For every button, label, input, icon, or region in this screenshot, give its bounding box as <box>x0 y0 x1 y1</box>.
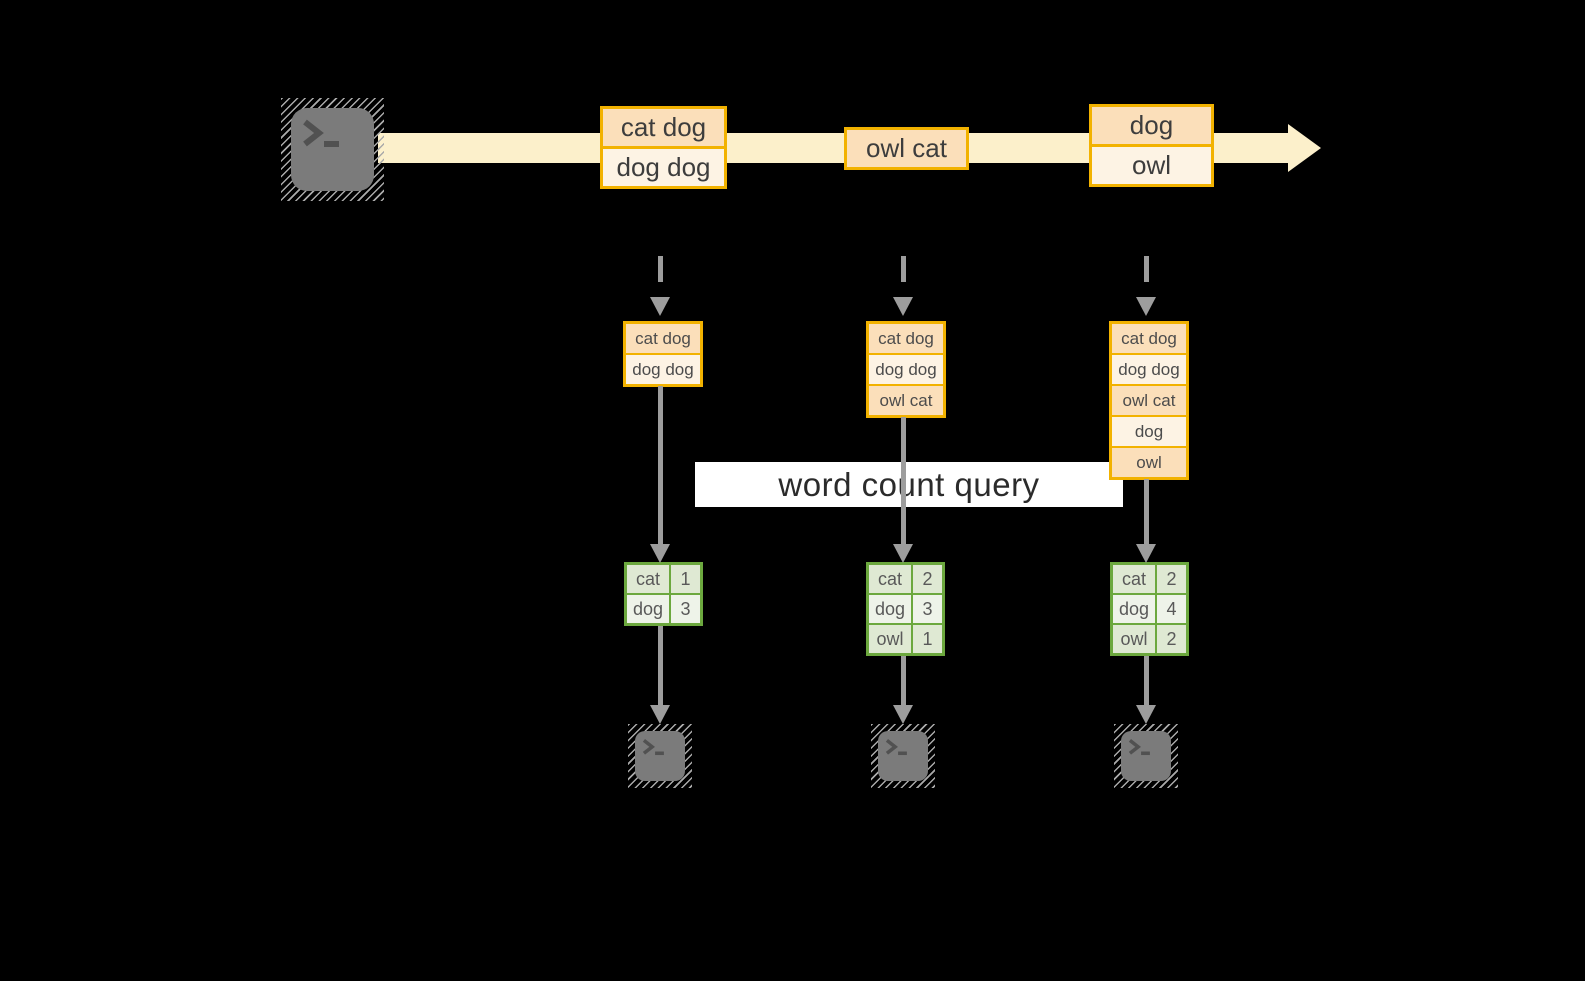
query-arrow-line <box>658 386 663 544</box>
sink-arrow-head <box>650 705 670 724</box>
stream-record: owl <box>1092 144 1211 184</box>
buffer-stack-1: cat dog dog dog <box>623 321 703 387</box>
count-value-cell: 2 <box>1157 625 1186 653</box>
stream-record: owl cat <box>847 130 966 167</box>
count-value-cell: 3 <box>913 595 942 623</box>
buffered-record: dog dog <box>626 353 700 384</box>
dashed-arrow-line <box>901 256 906 296</box>
buffer-stack-2: cat dog dog dog owl cat <box>866 321 946 418</box>
count-word-cell: dog <box>627 595 671 623</box>
buffered-record: owl cat <box>1112 384 1186 415</box>
sink-arrow-line <box>658 626 663 706</box>
query-arrow-line <box>901 417 906 544</box>
buffer-stack-3: cat dog dog dog owl cat dog owl <box>1109 321 1189 480</box>
count-word-cell: cat <box>869 565 913 593</box>
terminal-body <box>635 731 685 781</box>
count-word-cell: dog <box>869 595 913 623</box>
count-value-cell: 1 <box>671 565 700 593</box>
count-word-cell: dog <box>1113 595 1157 623</box>
query-label: word count query <box>695 462 1123 507</box>
query-arrow-line <box>1144 479 1149 544</box>
count-table-1: cat 1 dog 3 <box>624 562 703 626</box>
terminal-body <box>291 108 374 191</box>
query-arrow-head <box>650 544 670 563</box>
stream-arrowhead <box>1288 124 1321 172</box>
dashed-arrow-head <box>893 297 913 316</box>
buffered-record: cat dog <box>626 324 700 353</box>
dashed-arrow-head <box>650 297 670 316</box>
sink-arrow-head <box>893 705 913 724</box>
buffered-record: cat dog <box>1112 324 1186 353</box>
count-table-3: cat 2 dog 4 owl 2 <box>1110 562 1189 656</box>
buffered-record: dog dog <box>1112 353 1186 384</box>
query-arrow-head <box>893 544 913 563</box>
count-word-cell: cat <box>1113 565 1157 593</box>
query-arrow-head <box>1136 544 1156 563</box>
stream-batch-1: cat dog dog dog <box>600 106 727 189</box>
count-row: cat 2 <box>1113 565 1186 593</box>
count-value-cell: 2 <box>1157 565 1186 593</box>
count-row: cat 1 <box>627 565 700 593</box>
terminal-prompt-icon <box>885 738 907 756</box>
stream-batch-3: dog owl <box>1089 104 1214 187</box>
count-row: owl 2 <box>1113 623 1186 653</box>
source-terminal-icon <box>281 98 384 201</box>
sink-terminal-icon <box>628 724 692 788</box>
terminal-body <box>1121 731 1171 781</box>
count-value-cell: 4 <box>1157 595 1186 623</box>
buffered-record: owl cat <box>869 384 943 415</box>
count-row: dog 3 <box>627 593 700 623</box>
count-row: owl 1 <box>869 623 942 653</box>
terminal-prompt-icon <box>303 119 339 147</box>
buffered-record: dog <box>1112 415 1186 446</box>
count-value-cell: 2 <box>913 565 942 593</box>
count-value-cell: 3 <box>671 595 700 623</box>
stream-batch-2: owl cat <box>844 127 969 170</box>
buffered-record: dog dog <box>869 353 943 384</box>
dashed-arrow-line <box>658 256 663 296</box>
count-value-cell: 1 <box>913 625 942 653</box>
count-word-cell: owl <box>869 625 913 653</box>
dashed-arrow-line <box>1144 256 1149 296</box>
sink-arrow-line <box>1144 656 1149 706</box>
stream-record: cat dog <box>603 109 724 146</box>
dashed-arrow-head <box>1136 297 1156 316</box>
terminal-prompt-icon <box>642 738 664 756</box>
sink-arrow-head <box>1136 705 1156 724</box>
terminal-prompt-icon <box>1128 738 1150 756</box>
sink-terminal-icon <box>871 724 935 788</box>
stream-record: dog <box>1092 107 1211 144</box>
count-word-cell: owl <box>1113 625 1157 653</box>
stream-record: dog dog <box>603 146 724 186</box>
count-table-2: cat 2 dog 3 owl 1 <box>866 562 945 656</box>
count-row: dog 3 <box>869 593 942 623</box>
sink-arrow-line <box>901 656 906 706</box>
sink-terminal-icon <box>1114 724 1178 788</box>
count-word-cell: cat <box>627 565 671 593</box>
terminal-body <box>878 731 928 781</box>
buffered-record: owl <box>1112 446 1186 477</box>
count-row: cat 2 <box>869 565 942 593</box>
buffered-record: cat dog <box>869 324 943 353</box>
count-row: dog 4 <box>1113 593 1186 623</box>
